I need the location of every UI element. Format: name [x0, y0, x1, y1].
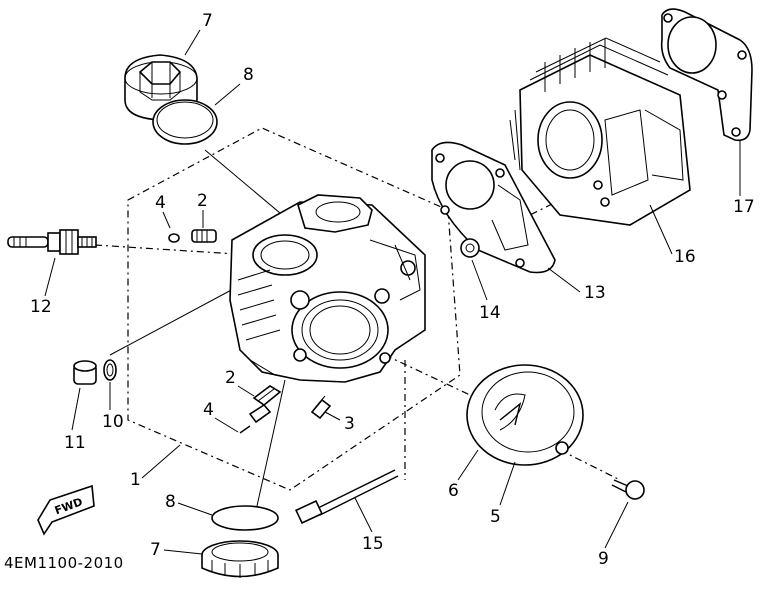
o-ring-bottom	[211, 505, 279, 531]
label-15: 15	[362, 534, 384, 554]
label-17: 17	[733, 197, 755, 217]
label-14: 14	[479, 303, 501, 323]
label-8-bottom: 8	[165, 492, 176, 512]
label-3: 3	[344, 414, 355, 434]
forward-direction-arrow: FWD	[37, 484, 95, 536]
label-4-top: 4	[155, 193, 166, 213]
label-4-bottom: 4	[203, 400, 214, 420]
long-bolt	[295, 469, 399, 525]
dowel-pin-gasket	[460, 238, 480, 258]
label-16: 16	[674, 247, 696, 267]
diagram-code: 4EM1100-2010	[4, 554, 124, 572]
gasket-washer	[103, 359, 117, 381]
stud-bolt-upper	[191, 229, 217, 243]
base-gasket	[660, 8, 753, 142]
label-13: 13	[584, 283, 606, 303]
label-9: 9	[598, 549, 609, 569]
side-cover	[466, 364, 584, 466]
cylinder-head	[229, 194, 426, 383]
callout-labels: 7 8 4 2 12 11 10 2 4 3 1 8 7 15 6 5 9 14…	[30, 11, 755, 569]
label-11: 11	[64, 433, 86, 453]
label-7-bottom: 7	[150, 540, 161, 560]
cylinder-head-assembly-outline	[127, 127, 461, 491]
o-ring-top	[152, 99, 218, 145]
label-2-bottom: 2	[225, 368, 236, 388]
label-leader-ticks	[44, 29, 741, 555]
spark-plug	[7, 229, 97, 255]
label-12: 12	[30, 297, 52, 317]
label-5: 5	[490, 507, 501, 527]
plug-bolt	[73, 360, 97, 385]
stud-bolt-lower	[248, 385, 282, 424]
head-gasket	[431, 141, 556, 274]
oil-filler-cap-bottom	[201, 540, 279, 578]
screw	[611, 479, 645, 500]
label-10: 10	[102, 412, 124, 432]
dowel-pin-upper	[168, 233, 180, 243]
label-6: 6	[448, 481, 459, 501]
label-2-top: 2	[197, 191, 208, 211]
label-8-top: 8	[243, 65, 254, 85]
label-7-top: 7	[202, 11, 213, 31]
label-1: 1	[130, 470, 141, 490]
dowel-pin-lower	[239, 425, 251, 434]
stud-bolt-small	[310, 395, 332, 420]
cylinder	[509, 37, 691, 226]
